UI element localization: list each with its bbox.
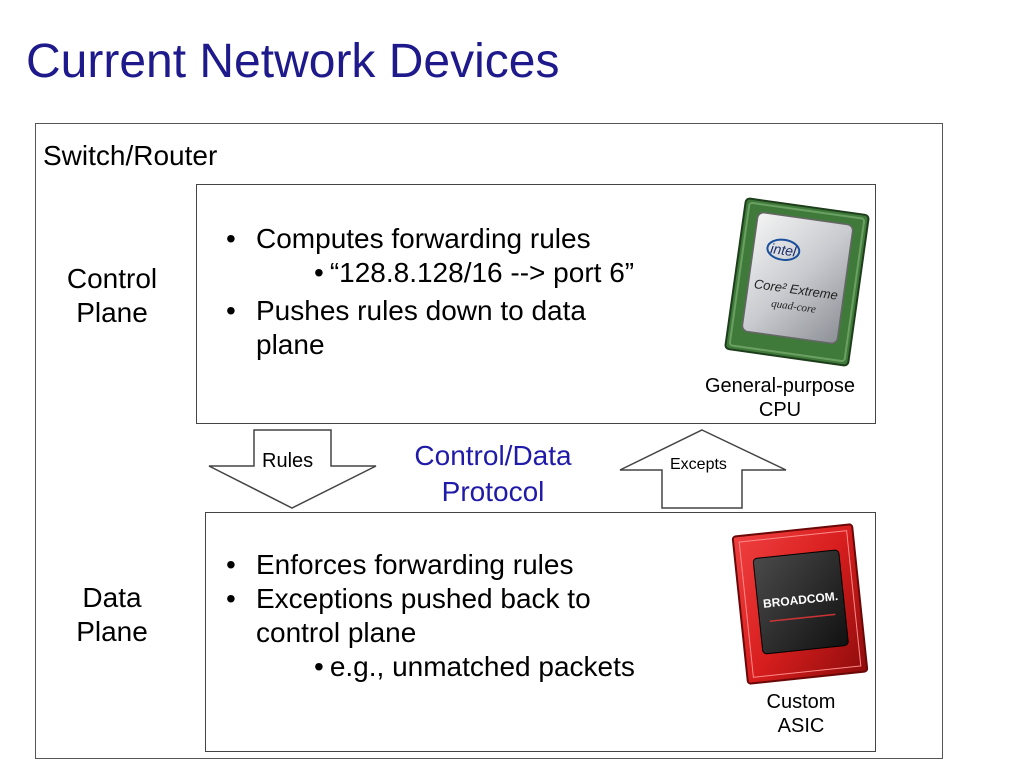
asic-caption-line1: Custom: [766, 691, 836, 713]
control-plane-label-line1: Control: [66, 263, 158, 294]
control-bullet-push: Pushes rules down to data plane: [222, 294, 692, 362]
rules-down-arrow-icon: [208, 429, 377, 509]
cpu-caption-line1: General-purpose: [704, 375, 856, 397]
data-bullet-exceptions-line2: control plane: [256, 617, 417, 648]
data-plane-bullets: Enforces forwarding rules Exceptions pus…: [222, 548, 712, 684]
protocol-line1: Control/Data: [414, 440, 572, 471]
data-bullet-exceptions-line1: Exceptions pushed back to: [256, 583, 591, 614]
data-sub-bullet-example-text: e.g., unmatched packets: [329, 651, 635, 682]
excepts-up-arrow-icon: [619, 429, 787, 509]
control-data-protocol-label: Control/Data Protocol: [380, 438, 606, 510]
control-sub-bullet-rule: •“128.8.128/16 --> port 6”: [314, 257, 635, 288]
switch-router-label: Switch/Router: [43, 140, 218, 171]
control-bullet-push-line1: Pushes rules down to data: [256, 295, 586, 326]
asic-chip-icon: BROADCOM.: [731, 523, 869, 685]
data-plane-label-line1: Data: [82, 582, 142, 613]
control-plane-label: Control Plane: [47, 262, 177, 330]
cpu-caption-line2: CPU: [758, 399, 802, 421]
cpu-brand-text: intel: [770, 240, 799, 260]
cpu-caption: General-purpose CPU: [684, 374, 876, 422]
data-plane-label: Data Plane: [47, 581, 177, 649]
protocol-line2: Protocol: [441, 476, 545, 507]
control-plane-label-line2: Plane: [76, 297, 148, 328]
page-title: Current Network Devices: [26, 35, 560, 88]
switch-router-box: [35, 123, 943, 759]
data-plane-label-line2: Plane: [76, 616, 148, 647]
control-bullet-push-line2: plane: [256, 329, 325, 360]
data-bullet-exceptions: Exceptions pushed back to control plane: [222, 582, 712, 650]
data-bullet-enforce: Enforces forwarding rules: [222, 548, 712, 582]
rules-label: Rules: [262, 450, 314, 472]
asic-caption: Custom ASIC: [736, 690, 866, 738]
data-sub-bullet-example: •e.g., unmatched packets: [314, 651, 635, 682]
asic-caption-line2: ASIC: [777, 715, 825, 737]
cpu-chip-icon: intel Core² Extreme quad-core: [724, 197, 870, 367]
control-plane-bullets: Computes forwarding rules •“128.8.128/16…: [222, 222, 692, 362]
excepts-label: Excepts: [670, 456, 727, 473]
control-sub-bullet-rule-text: “128.8.128/16 --> port 6”: [329, 257, 635, 288]
control-bullet-compute: Computes forwarding rules: [222, 222, 692, 256]
